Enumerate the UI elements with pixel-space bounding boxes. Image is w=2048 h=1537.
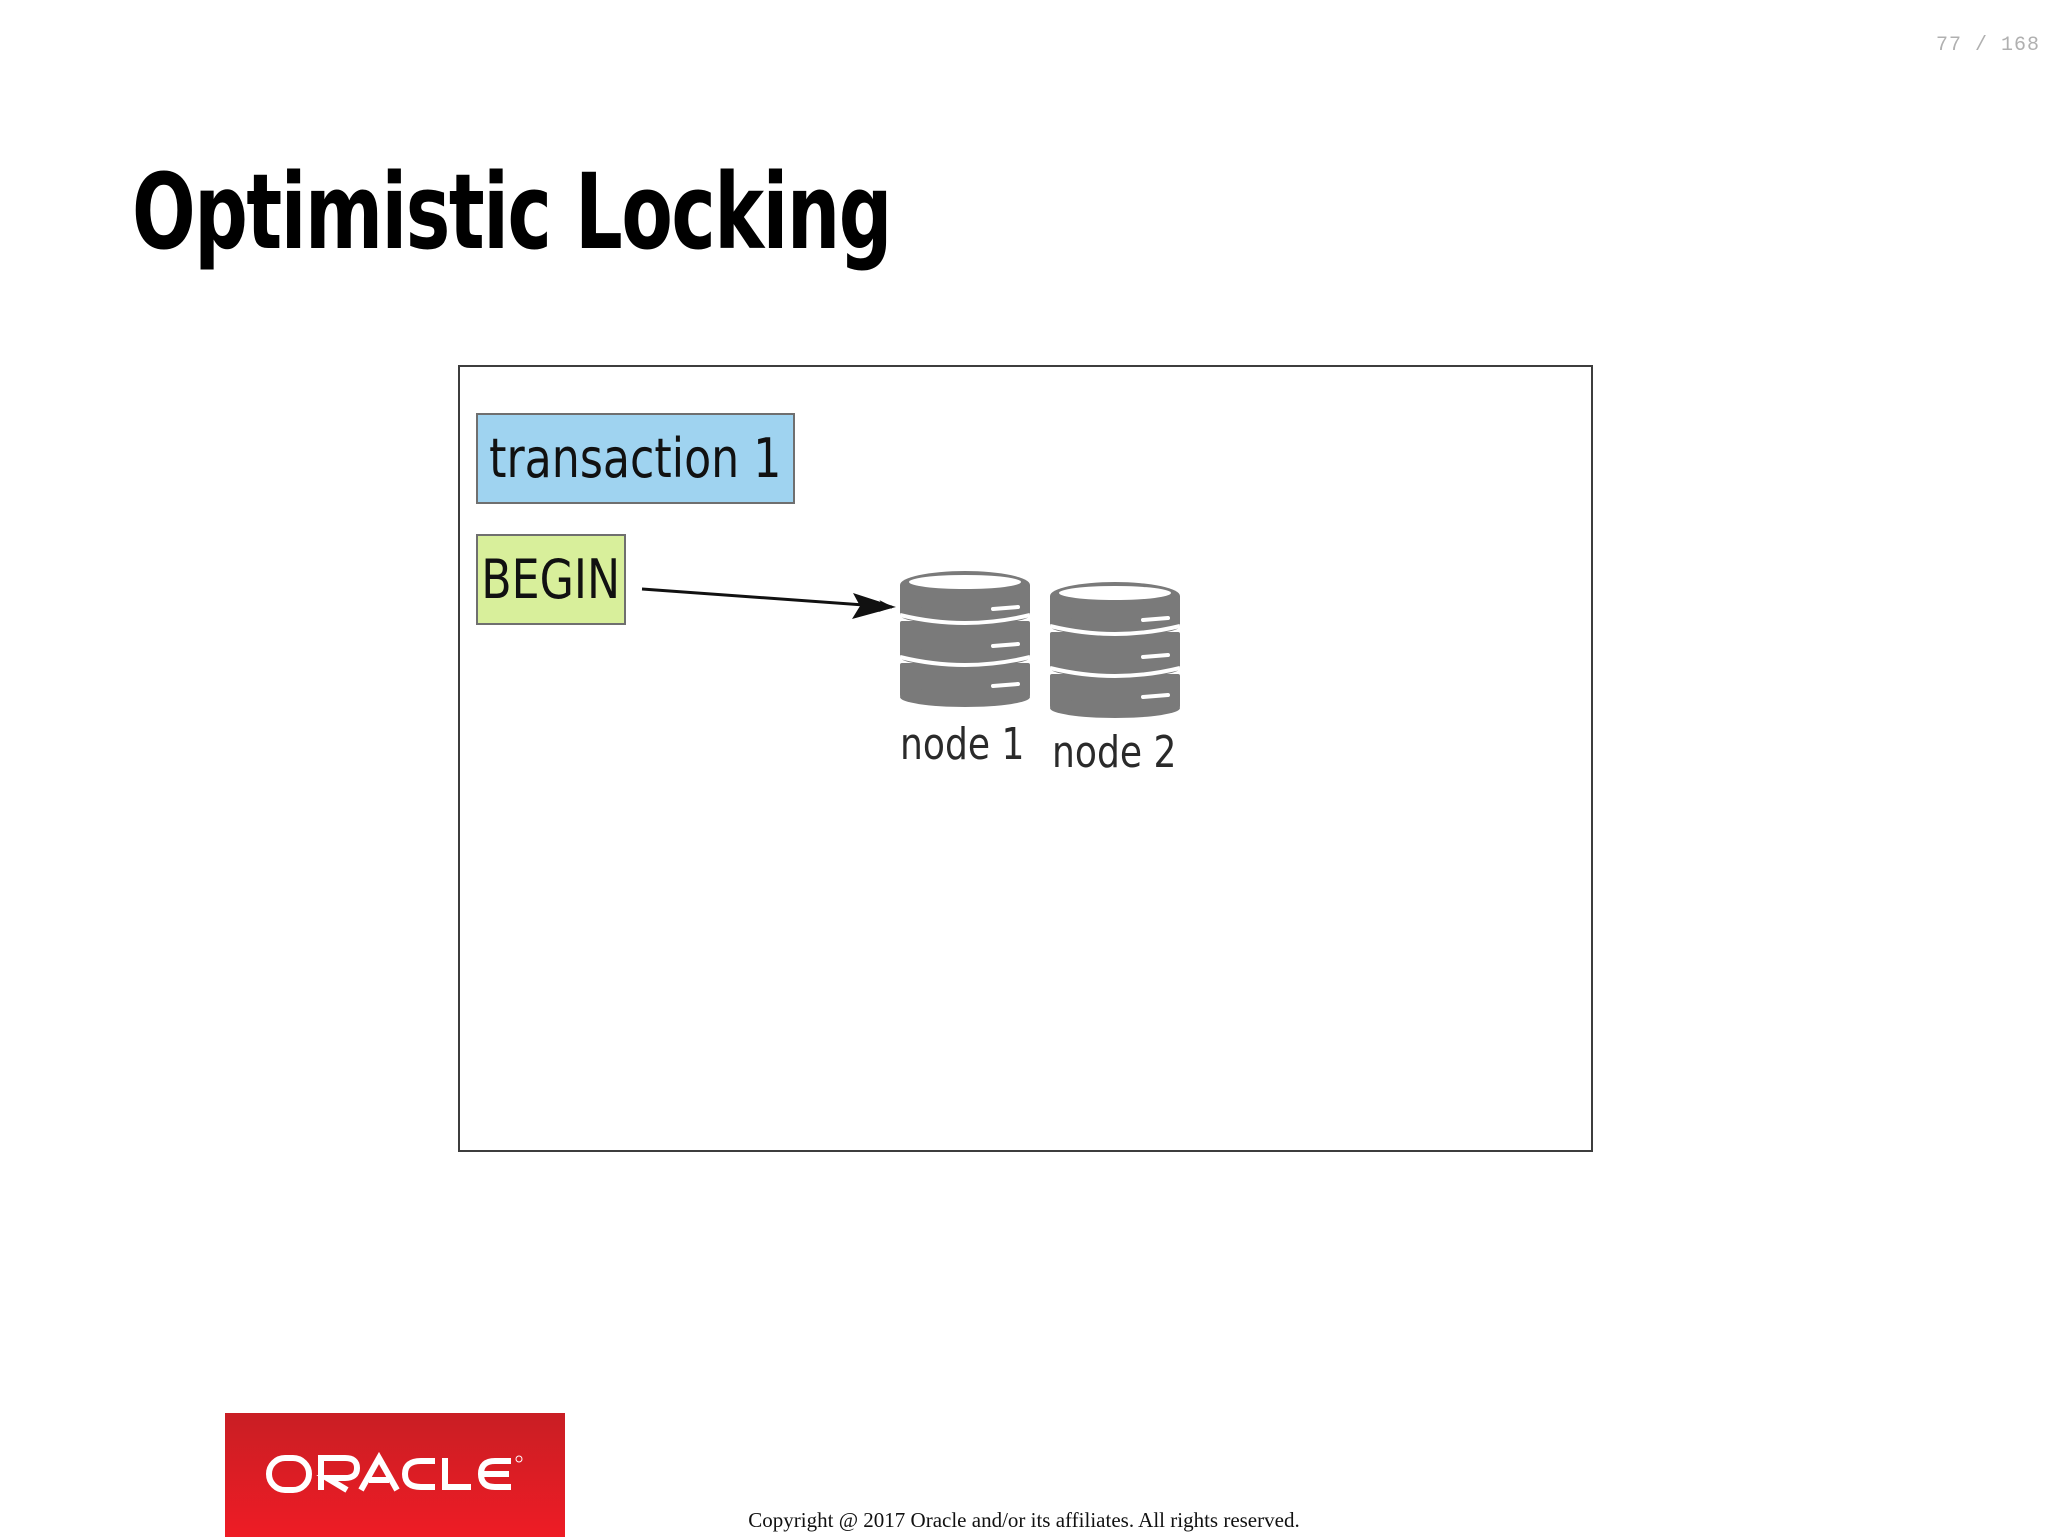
- node-label-2: node 2: [1052, 727, 1177, 778]
- begin-to-node-arrow: [641, 587, 896, 619]
- copyright-notice: Copyright @ 2017 Oracle and/or its affil…: [748, 1508, 1300, 1532]
- diagram-frame: transaction 1 BEGIN: [458, 365, 1593, 1152]
- oracle-logo: [225, 1413, 565, 1537]
- database-icon: [1049, 582, 1181, 718]
- oracle-wordmark: [266, 1452, 523, 1493]
- begin-label: BEGIN: [481, 548, 621, 611]
- transaction-label: transaction 1: [489, 427, 782, 490]
- database-icon: [899, 571, 1031, 707]
- transaction-label-box: transaction 1: [476, 413, 795, 504]
- node-label-1: node 1: [900, 719, 1025, 770]
- page-counter: 77 / 168: [1935, 34, 2040, 57]
- begin-label-box: BEGIN: [476, 534, 626, 625]
- slide-title: Optimistic Locking: [132, 151, 892, 273]
